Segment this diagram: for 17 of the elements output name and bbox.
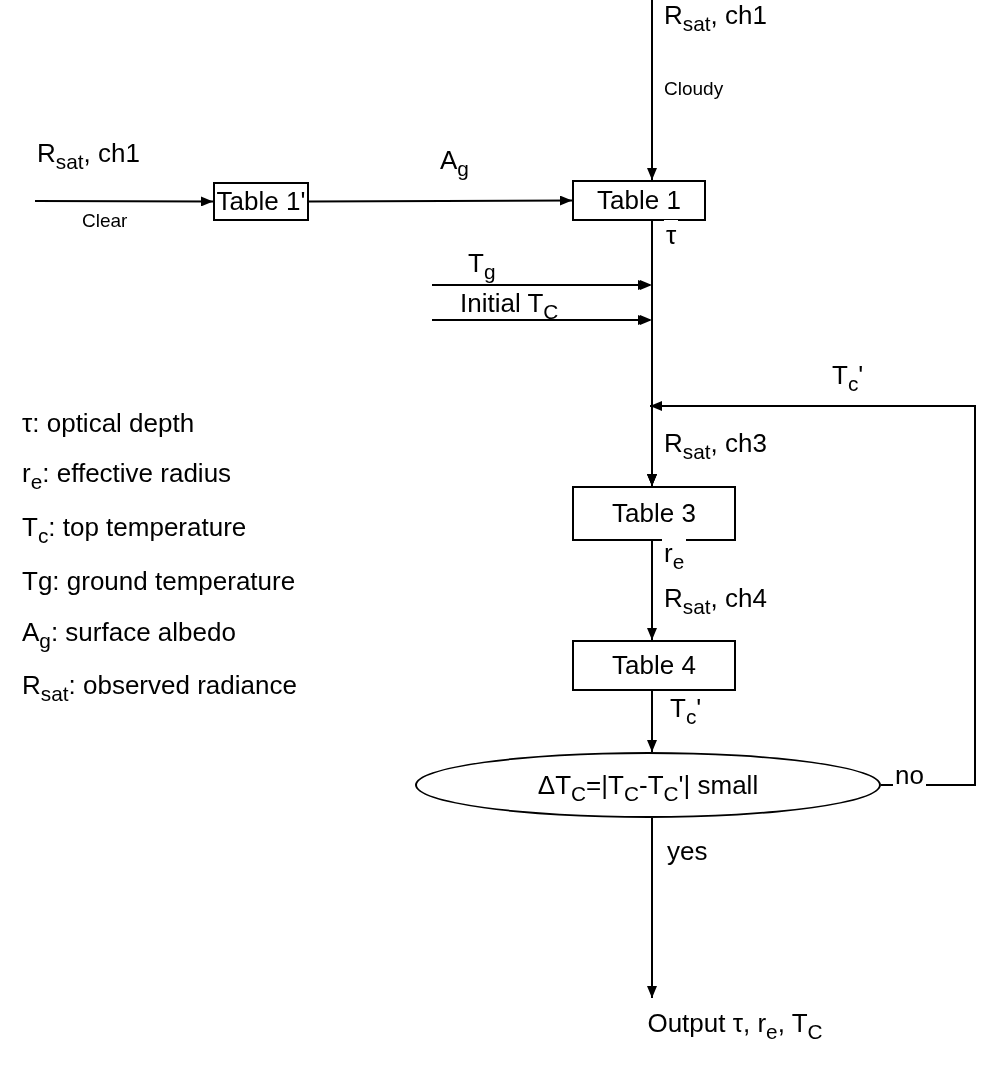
arrow: [647, 817, 657, 999]
node-text: Table 3: [612, 498, 696, 529]
table-box: [572, 486, 736, 541]
node-text: Table 1: [597, 185, 681, 216]
edge-label: r$_{e}$: [662, 538, 687, 569]
arrow: [34, 196, 214, 207]
arrow: [431, 315, 657, 487]
arrow: [649, 401, 976, 786]
node-text: ΔT$_{C}$=|T$_{C}$-T$_{C}$'| small: [537, 769, 759, 801]
arrow: [647, 0, 657, 181]
table-box: [572, 640, 736, 691]
arrow: [308, 195, 573, 206]
table-box: [572, 180, 706, 221]
arrow: [647, 690, 657, 753]
node-text: Table 4: [612, 650, 696, 681]
node-text: Table 1': [216, 186, 306, 217]
arrow: [647, 540, 657, 641]
